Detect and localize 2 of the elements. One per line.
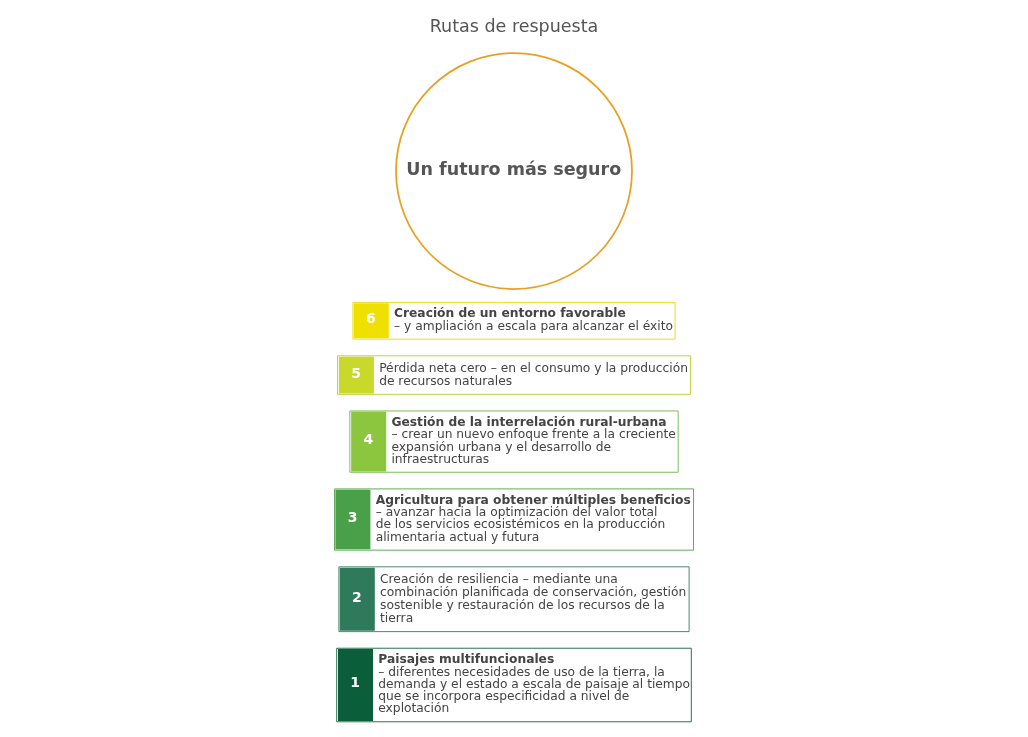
node-circle: Un futuro más seguro [395, 52, 633, 290]
label: Rutas de respuesta [429, 15, 599, 36]
